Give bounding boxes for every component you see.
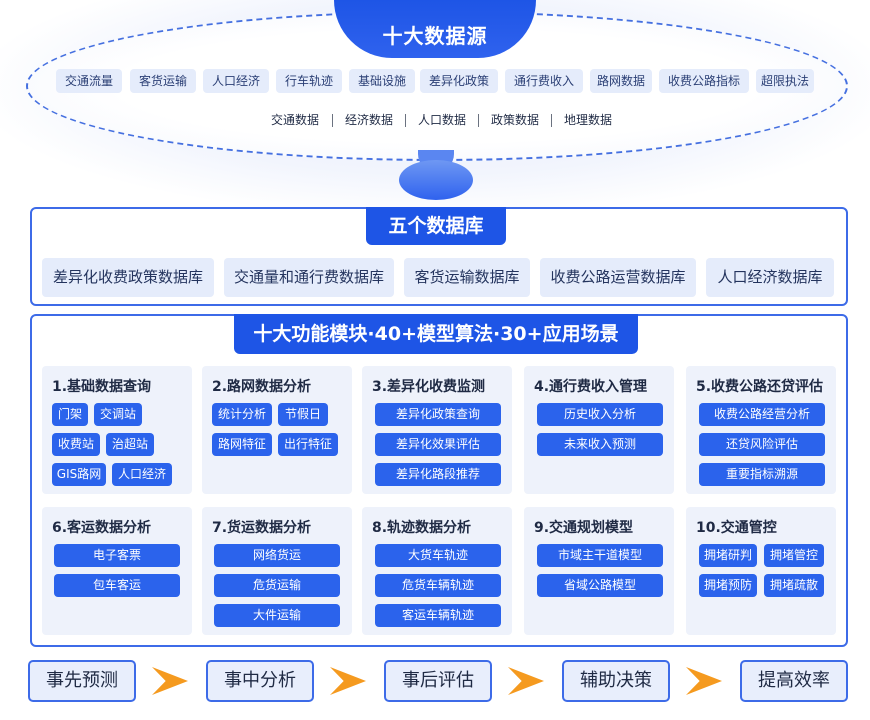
- database-item: 交通量和通行费数据库: [224, 258, 394, 297]
- module-item: 收费站: [52, 433, 100, 456]
- source-tag: 人口经济: [203, 69, 269, 93]
- module-item: 危货车辆轨迹: [375, 574, 501, 597]
- data-source-title-tab: [334, 0, 536, 58]
- database-item: 收费公路运营数据库: [540, 258, 696, 297]
- module-card-title: 4.通行费收入管理: [534, 379, 648, 395]
- module-item: 节假日: [278, 403, 328, 426]
- module-item: 历史收入分析: [537, 403, 663, 426]
- module-card-title: 3.差异化收费监测: [372, 379, 486, 395]
- module-item: 省域公路模型: [537, 574, 663, 597]
- source-category: 交通数据: [270, 113, 319, 127]
- source-category: 政策数据: [490, 113, 539, 127]
- category-divider: [478, 114, 479, 127]
- module-item: 重要指标溯源: [699, 463, 825, 486]
- module-item: 差异化效果评估: [375, 433, 501, 456]
- module-card-title: 9.交通规划模型: [534, 520, 634, 536]
- module-item: 出行特征: [278, 433, 338, 456]
- arrow-right-icon: [508, 667, 544, 695]
- module-item: 包车客运: [54, 574, 180, 597]
- module-card-title: 7.货运数据分析: [212, 520, 312, 536]
- source-tag: 路网数据: [590, 69, 652, 93]
- process-step: 事中分析: [206, 660, 314, 702]
- module-card-toll-revenue: [524, 366, 674, 494]
- module-item: 收费公路经营分析: [699, 403, 825, 426]
- module-card-title: 10.交通管控: [696, 520, 777, 536]
- database-item: 人口经济数据库: [706, 258, 834, 297]
- process-step: 辅助决策: [562, 660, 670, 702]
- module-item: 大件运输: [214, 604, 340, 627]
- source-tag: 差异化政策: [420, 69, 498, 93]
- database-item: 差异化收费政策数据库: [42, 258, 214, 297]
- module-item: 市域主干道模型: [537, 544, 663, 567]
- module-item: 路网特征: [212, 433, 272, 456]
- module-card-passenger-analysis: [42, 507, 192, 635]
- module-card-title: 2.路网数据分析: [212, 379, 312, 395]
- module-card-network-analysis: [202, 366, 352, 494]
- source-tag: 客货运输: [130, 69, 196, 93]
- source-tag: 行车轨迹: [276, 69, 342, 93]
- module-item: 客运车辆轨迹: [375, 604, 501, 627]
- module-item: 交调站: [94, 403, 142, 426]
- source-category: 人口数据: [417, 113, 466, 127]
- module-item: GIS路网: [52, 463, 106, 486]
- modules-title: 十大功能模块·40+模型算法·30+应用场景: [234, 314, 638, 354]
- source-tag: 交通流量: [56, 69, 122, 93]
- module-item: 拥堵疏散: [764, 574, 824, 597]
- category-divider: [405, 114, 406, 127]
- module-card-traffic-control: [686, 507, 836, 635]
- category-divider: [332, 114, 333, 127]
- arrow-right-icon: [330, 667, 366, 695]
- module-item: 门架: [52, 403, 88, 426]
- module-item: 人口经济: [112, 463, 172, 486]
- database-item: 客货运输数据库: [404, 258, 530, 297]
- module-item: 统计分析: [212, 403, 272, 426]
- process-step: 事后评估: [384, 660, 492, 702]
- process-step: 事先预测: [28, 660, 136, 702]
- module-item: 差异化政策查询: [375, 403, 501, 426]
- module-item: 拥堵管控: [764, 544, 824, 567]
- database-title: 五个数据库: [366, 207, 506, 245]
- source-tag: 基础设施: [349, 69, 415, 93]
- module-item: 危货运输: [214, 574, 340, 597]
- arrow-right-icon: [152, 667, 188, 695]
- module-item: 网络货运: [214, 544, 340, 567]
- data-source-title: 十大数据源: [382, 24, 488, 48]
- source-tag: 超限执法: [756, 69, 814, 93]
- module-item: 拥堵预防: [699, 574, 757, 597]
- module-item: 大货车轨迹: [375, 544, 501, 567]
- process-step: 提高效率: [740, 660, 848, 702]
- module-card-title: 8.轨迹数据分析: [372, 520, 472, 536]
- module-item: 治超站: [106, 433, 154, 456]
- category-divider: [551, 114, 552, 127]
- module-item: 电子客票: [54, 544, 180, 567]
- module-item: 拥堵研判: [699, 544, 757, 567]
- module-card-traffic-planning: [524, 507, 674, 635]
- source-tag: 收费公路指标: [659, 69, 749, 93]
- module-item: 未来收入预测: [537, 433, 663, 456]
- arrow-right-icon: [686, 667, 722, 695]
- source-tag: 通行费收入: [505, 69, 583, 93]
- source-category: 地理数据: [563, 113, 612, 127]
- module-item: 还贷风险评估: [699, 433, 825, 456]
- module-item: 差异化路段推荐: [375, 463, 501, 486]
- module-card-title: 1.基础数据查询: [52, 379, 152, 395]
- module-card-title: 6.客运数据分析: [52, 520, 152, 536]
- source-category: 经济数据: [344, 113, 393, 127]
- funnel-connector: [399, 160, 473, 200]
- module-card-title: 5.收费公路还贷评估: [696, 379, 824, 395]
